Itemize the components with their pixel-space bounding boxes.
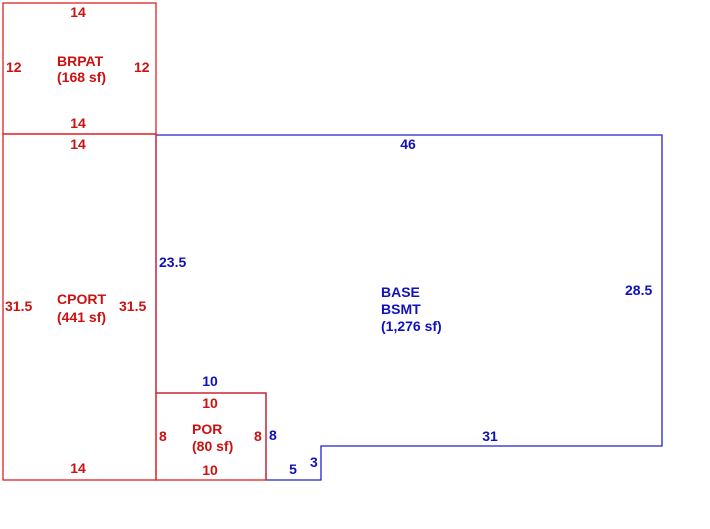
base-area: (1,276 sf): [381, 318, 442, 334]
base-left-dim: 23.5: [159, 254, 186, 270]
base-subname: BSMT: [381, 301, 421, 317]
cport-outline: [2, 133, 157, 481]
cport-bottom-dim: 14: [70, 460, 86, 476]
base-por-top-dim: 10: [202, 373, 218, 389]
por-top-dim: 10: [202, 395, 218, 411]
cport-right-dim: 31.5: [119, 298, 146, 314]
por-right-dim: 8: [254, 428, 262, 444]
base-step-bottom-dim: 5: [289, 461, 297, 477]
brpat-name: BRPAT: [57, 53, 104, 69]
cport-left-dim: 31.5: [5, 298, 32, 314]
cport-area: (441 sf): [57, 309, 106, 325]
brpat-area: (168 sf): [57, 69, 106, 85]
base-notch-side-dim: 3: [310, 454, 318, 470]
base-notch-bottom-dim: 31: [482, 428, 498, 444]
brpat-left-dim: 12: [6, 59, 22, 75]
por-area: (80 sf): [192, 438, 233, 454]
por-left-dim: 8: [159, 428, 167, 444]
brpat-top-dim: 14: [70, 4, 86, 20]
base-top-dim: 46: [400, 136, 416, 152]
por-name: POR: [192, 421, 222, 437]
base-name: BASE: [381, 284, 420, 300]
cport-top-dim: 14: [70, 136, 86, 152]
por-bottom-dim: 10: [202, 462, 218, 478]
cport-name: CPORT: [57, 291, 106, 307]
brpat-right-dim: 12: [134, 59, 150, 75]
base-right-dim: 28.5: [625, 282, 652, 298]
base-step-side-dim: 8: [269, 427, 277, 443]
por-outline: [155, 392, 267, 481]
brpat-bottom-dim: 14: [70, 115, 86, 131]
